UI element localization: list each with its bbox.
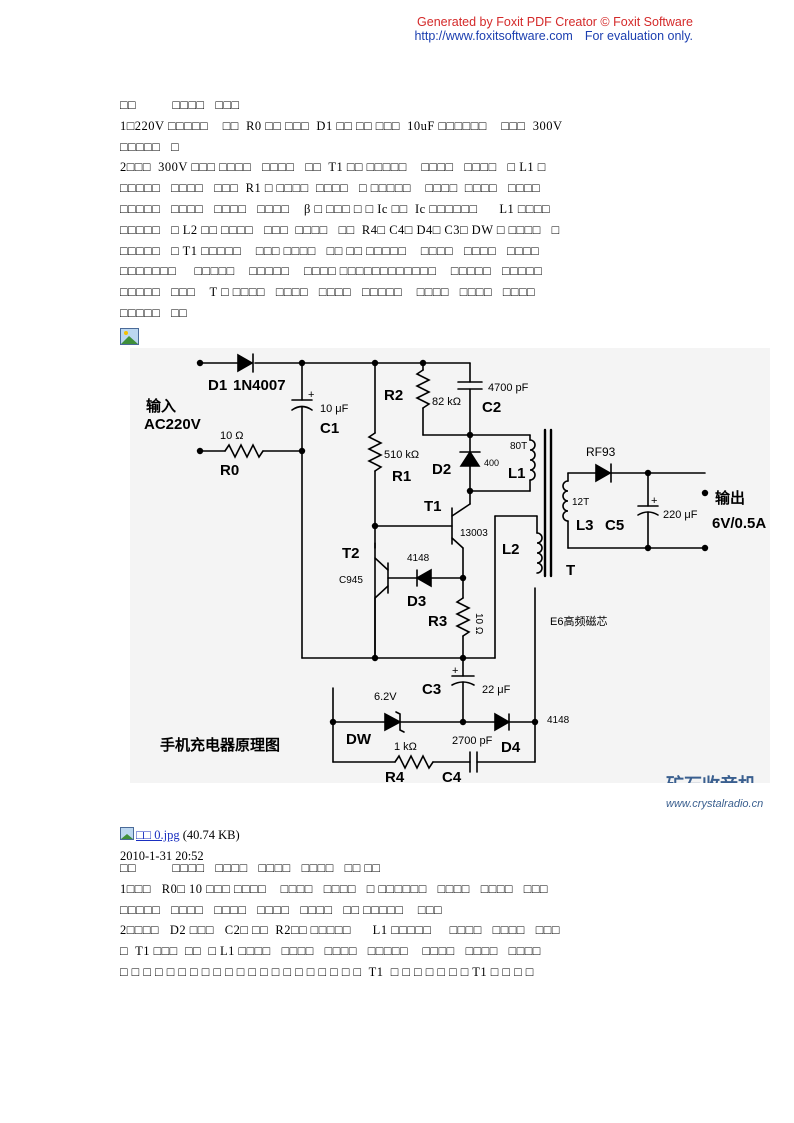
text-line: 2□□□□ D2 □□□ C2□ □□ R2□□ □□□□□ L1 □□□□□ … xyxy=(120,923,560,938)
label-t1: T1 xyxy=(424,498,442,515)
text-line: □□ □□□□ □□□□ □□□□ □□□□ □□ □□ xyxy=(120,861,381,875)
label-rf93: RF93 xyxy=(586,445,616,459)
text-line: 1□220V □□□□□ □□ R0 □□ □□□ D1 □□ □□ □□□ 1… xyxy=(120,118,563,133)
label-r0-value: 10 Ω xyxy=(220,430,244,442)
watermark-line2: http://www.foxitsoftware.com For evaluati… xyxy=(414,29,693,43)
label-core: E6高频磁芯 xyxy=(550,614,607,628)
watermark-url[interactable]: http://www.foxitsoftware.com xyxy=(414,29,573,43)
label-r0: R0 xyxy=(220,462,239,479)
watermark-line1: Generated by Foxit PDF Creator © Foxit S… xyxy=(417,15,693,29)
watermark-note: For evaluation only. xyxy=(584,29,693,43)
label-l2: L2 xyxy=(502,541,520,558)
foxit-watermark: Generated by Foxit PDF Creator © Foxit S… xyxy=(414,15,693,43)
text-line: □□ □□□□ □□□ xyxy=(120,98,240,112)
label-t1-part: 13003 xyxy=(460,528,488,539)
label-transformer: T xyxy=(566,562,575,579)
section2-paragraph: □□ □□□□ □□□□ □□□□ □□□□ □□ □□ 1□□□ R0□ 10… xyxy=(120,858,680,983)
label-output: 输出 xyxy=(715,489,745,507)
attachment-link[interactable]: □□ 0.jpg xyxy=(136,828,180,842)
label-c3-plus: + xyxy=(452,665,458,677)
text-line: 2□□□ 300V □□□ □□□□ □□□□ □□ T1 □□ □□□□□ □… xyxy=(120,160,546,175)
label-d2: D2 xyxy=(432,461,451,478)
charger-schematic: D1 1N4007 输入 AC220V 10 Ω R0 10 μF + C1 R… xyxy=(130,348,770,783)
label-l3-turns: 12T xyxy=(572,497,589,508)
label-l1-turns: 80T xyxy=(510,441,527,452)
label-d4-part: 4148 xyxy=(547,715,570,726)
label-l1: L1 xyxy=(508,465,526,482)
label-c5: C5 xyxy=(605,517,624,534)
label-c5-plus: + xyxy=(651,495,657,507)
label-r4-value: 1 kΩ xyxy=(394,741,417,753)
label-d2-part: 400 xyxy=(484,458,499,468)
text-line: □□□□□ □□□□ □□□ R1 □ □□□□ □□□□ □ □□□□□ □□… xyxy=(120,181,541,196)
label-dw-value: 6.2V xyxy=(374,691,397,703)
label-t2: T2 xyxy=(342,545,360,562)
text-line: □□□□□ □□□ T □ □□□□ □□□□ □□□□ □□□□□ □□□□ … xyxy=(120,285,536,300)
label-c4: C4 xyxy=(442,769,462,783)
image-placeholder-icon[interactable] xyxy=(120,328,139,345)
label-d1-part: 1N4007 xyxy=(233,377,286,394)
text-line: □□□□□ □□□□ □□□□ □□□□ □□□□ □□ □□□□□ □□□ xyxy=(120,902,443,917)
label-l3: L3 xyxy=(576,517,594,534)
schematic-title: 手机充电器原理图 xyxy=(160,736,280,754)
attachment-row: □□ 0.jpg (40.74 KB) xyxy=(120,827,240,843)
text-line: □□□□□ □□ xyxy=(120,305,188,320)
label-c3-value: 22 μF xyxy=(482,684,511,696)
text-line: □□□□□ □ T1 □□□□□ □□□ □□□□ □□ □□ □□□□□ □□… xyxy=(120,243,540,258)
text-line: □□□□□ □□□□ □□□□ □□□□ β □ □□□ □ □ Ic □□ I… xyxy=(120,201,551,216)
label-c1-value: 10 μF xyxy=(320,403,349,415)
label-output-rating: 6V/0.5A xyxy=(712,515,766,532)
label-c1: C1 xyxy=(320,420,339,437)
label-t2-part: C945 xyxy=(339,575,363,586)
label-r1-value: 510 kΩ xyxy=(384,449,419,461)
image-file-icon xyxy=(120,827,134,840)
label-r2: R2 xyxy=(384,387,403,404)
label-input-voltage: AC220V xyxy=(144,416,201,433)
label-c5-value: 220 μF xyxy=(663,509,698,521)
label-r1: R1 xyxy=(392,468,411,485)
label-input: 输入 xyxy=(146,397,176,415)
label-c4-value: 2700 pF xyxy=(452,735,493,747)
label-r4: R4 xyxy=(385,769,405,783)
text-line: 1□□□ R0□ 10 □□□ □□□□ □□□□ □□□□ □ □□□□□□ … xyxy=(120,881,548,896)
label-r3-value: 10 Ω xyxy=(473,613,484,635)
label-d3: D3 xyxy=(407,593,426,610)
text-line: □ □ □ □ □ □ □ □ □ □ □ □ □ □ □ □ □ □ □ □ … xyxy=(120,964,534,979)
site-url: www.crystalradio.cn xyxy=(666,798,764,810)
label-c2: C2 xyxy=(482,399,501,416)
post-date: 2010-1-31 20:52 xyxy=(120,849,204,863)
label-d4: D4 xyxy=(501,739,521,756)
label-d3-part: 4148 xyxy=(407,553,430,564)
label-dw: DW xyxy=(346,731,372,748)
text-line: □□□□□ □ L2 □□ □□□□ □□□ □□□□ □□ R4□ C4□ D… xyxy=(120,222,560,237)
attachment-size: (40.74 KB) xyxy=(182,828,240,842)
label-r3: R3 xyxy=(428,613,447,630)
section1-paragraph: □□ □□□□ □□□ 1□220V □□□□□ □□ R0 □□ □□□ D1… xyxy=(120,95,680,324)
label-c1-plus: + xyxy=(308,389,314,401)
label-c2-value: 4700 pF xyxy=(488,382,529,394)
label-c3: C3 xyxy=(422,681,441,698)
label-r2-value: 82 kΩ xyxy=(432,396,461,408)
site-logo: 矿石收音机 xyxy=(666,774,756,783)
text-line: □□□□□ □ xyxy=(120,139,180,154)
label-d1: D1 xyxy=(208,377,227,394)
text-line: □□□□□□□ □□□□□ □□□□□ □□□□ □□□□□□□□□□□□ □□… xyxy=(120,264,543,279)
text-line: □ T1 □□□ □□ □ L1 □□□□ □□□□ □□□□ □□□□□ □□… xyxy=(120,944,541,959)
